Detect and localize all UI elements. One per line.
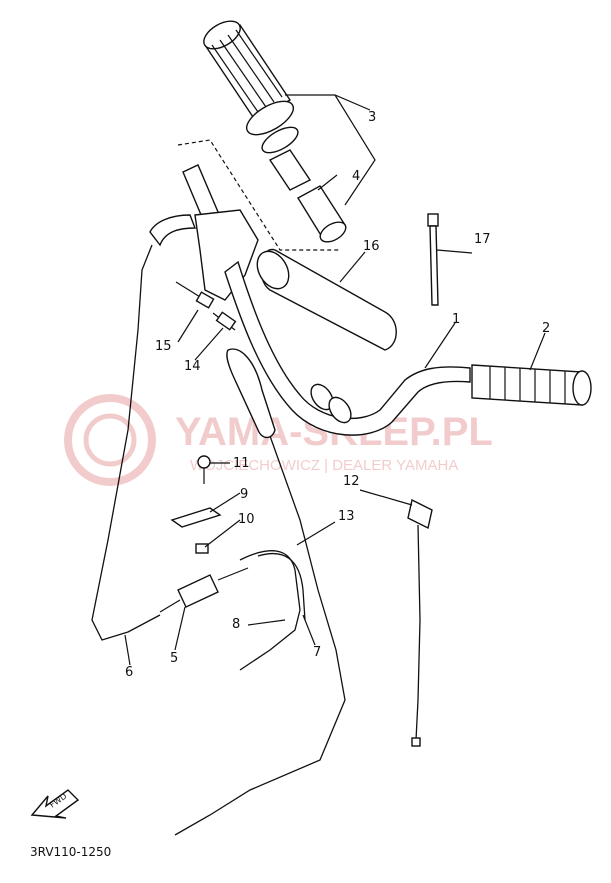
callout-1: 1 xyxy=(452,312,460,327)
brake-cable xyxy=(407,498,433,747)
watermark-logo-ring xyxy=(64,394,156,486)
leader-lines xyxy=(124,94,546,666)
watermark-logo-inner xyxy=(83,413,137,467)
plate xyxy=(170,507,222,528)
callout-13: 13 xyxy=(338,509,355,524)
callout-8: 8 xyxy=(232,617,240,632)
left-grip xyxy=(471,364,592,406)
cable-8 xyxy=(239,550,301,671)
cable-7 xyxy=(257,552,306,621)
bolt xyxy=(197,455,211,484)
throttle-grip xyxy=(203,20,299,154)
callout-4: 4 xyxy=(352,169,360,184)
callout-16: 16 xyxy=(363,239,380,254)
handlebar-pad xyxy=(256,249,397,351)
callout-5: 5 xyxy=(170,651,178,666)
callout-11: 11 xyxy=(233,456,250,471)
diagram-code: 3RV110-1250 xyxy=(30,845,111,859)
watermark-subtitle: WOJCIECHOWICZ | DEALER YAMAHA xyxy=(190,457,458,474)
callout-12: 12 xyxy=(343,474,360,489)
choke-cable xyxy=(91,244,161,641)
callout-2: 2 xyxy=(542,321,550,336)
callout-9: 9 xyxy=(240,487,248,502)
throttle-collar xyxy=(268,149,347,243)
dashed-outline xyxy=(177,139,340,251)
cable-tie xyxy=(427,213,439,306)
adjuster-screw xyxy=(175,281,237,331)
callout-7: 7 xyxy=(313,645,321,660)
watermark: YAMA-SKLEP.PL WOJCIECHOWICZ | DEALER YAM… xyxy=(64,394,493,486)
callout-17: 17 xyxy=(474,232,491,247)
callout-14: 14 xyxy=(184,359,201,374)
callouts: 1 2 3 4 5 6 7 8 9 10 11 12 13 14 15 16 1… xyxy=(125,110,550,680)
callout-10: 10 xyxy=(238,512,255,527)
nut xyxy=(195,543,209,554)
callout-6: 6 xyxy=(125,665,133,680)
throttle-cable-sheath xyxy=(174,348,346,836)
handlebar xyxy=(224,260,471,436)
callout-3: 3 xyxy=(368,110,376,125)
cable-junction xyxy=(159,567,249,613)
callout-15: 15 xyxy=(155,339,172,354)
fwd-arrow: FWD xyxy=(30,789,80,819)
